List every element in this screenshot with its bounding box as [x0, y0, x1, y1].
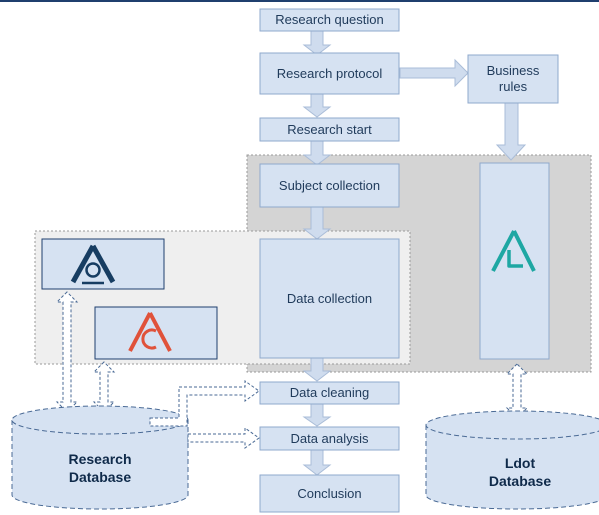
data-analysis-box — [259, 426, 400, 451]
arrow-business-ldot — [495, 102, 527, 161]
data-collection-box — [259, 238, 400, 359]
data-cleaning-box — [259, 381, 400, 405]
arrow-start-subject — [302, 140, 332, 166]
research-database-line1: Research — [68, 451, 132, 467]
ldot-database-label: Ldot Database — [450, 452, 590, 492]
arrow-protocol-business — [399, 58, 469, 88]
research-protocol-label: Research protocol — [276, 65, 383, 81]
arrow-subject-collection — [302, 206, 332, 240]
research-database-cylinder — [11, 405, 189, 510]
subject-collection-box — [259, 163, 400, 208]
arrow-question-protocol — [302, 29, 332, 56]
ldot-database-cylinder — [425, 410, 599, 510]
research-database-label: Research Database — [30, 448, 170, 488]
arrow-collection-cleaning — [302, 357, 332, 382]
arrow-db-analysis — [187, 427, 260, 449]
arrow-cleaning-analysis — [302, 403, 332, 427]
arrow-db-cleaning — [149, 380, 260, 427]
a-c-logo-icon — [128, 312, 172, 352]
db-to-flow-arrows — [149, 380, 260, 449]
data-cleaning-label: Data cleaning — [289, 385, 370, 400]
c-logo-box — [94, 306, 218, 360]
subject-collection-label: Subject collection — [278, 177, 381, 193]
connector-ldot — [505, 363, 529, 419]
flow-boxes — [259, 8, 559, 513]
a-l-logo-icon — [491, 230, 536, 272]
research-start-box — [259, 117, 400, 142]
business-rules-line1: Business — [486, 63, 540, 78]
ldot-box — [479, 162, 550, 360]
research-question-label: Research question — [275, 12, 384, 27]
a-q-logo-icon — [70, 244, 116, 285]
data-analysis-label: Data analysis — [290, 430, 369, 446]
research-start-label: Research start — [287, 121, 372, 137]
business-rules-box — [467, 54, 559, 104]
ldot-database-line1: Ldot — [504, 455, 536, 471]
business-rules-label: Business rules — [468, 55, 558, 103]
research-question-box — [259, 8, 400, 32]
research-protocol-box — [259, 52, 400, 95]
ldot-database-line2: Database — [488, 473, 552, 489]
connector-c-logo — [92, 361, 116, 413]
arrow-analysis-conclusion — [302, 449, 332, 476]
business-rules-line2: rules — [498, 79, 528, 94]
research-database-line2: Database — [68, 469, 132, 485]
arrow-protocol-start — [302, 91, 332, 118]
data-collection-label: Data collection — [286, 290, 373, 306]
conclusion-label: Conclusion — [297, 485, 362, 501]
conclusion-box — [259, 474, 400, 513]
top-rule — [0, 0, 599, 2]
flow-arrows — [302, 29, 527, 476]
